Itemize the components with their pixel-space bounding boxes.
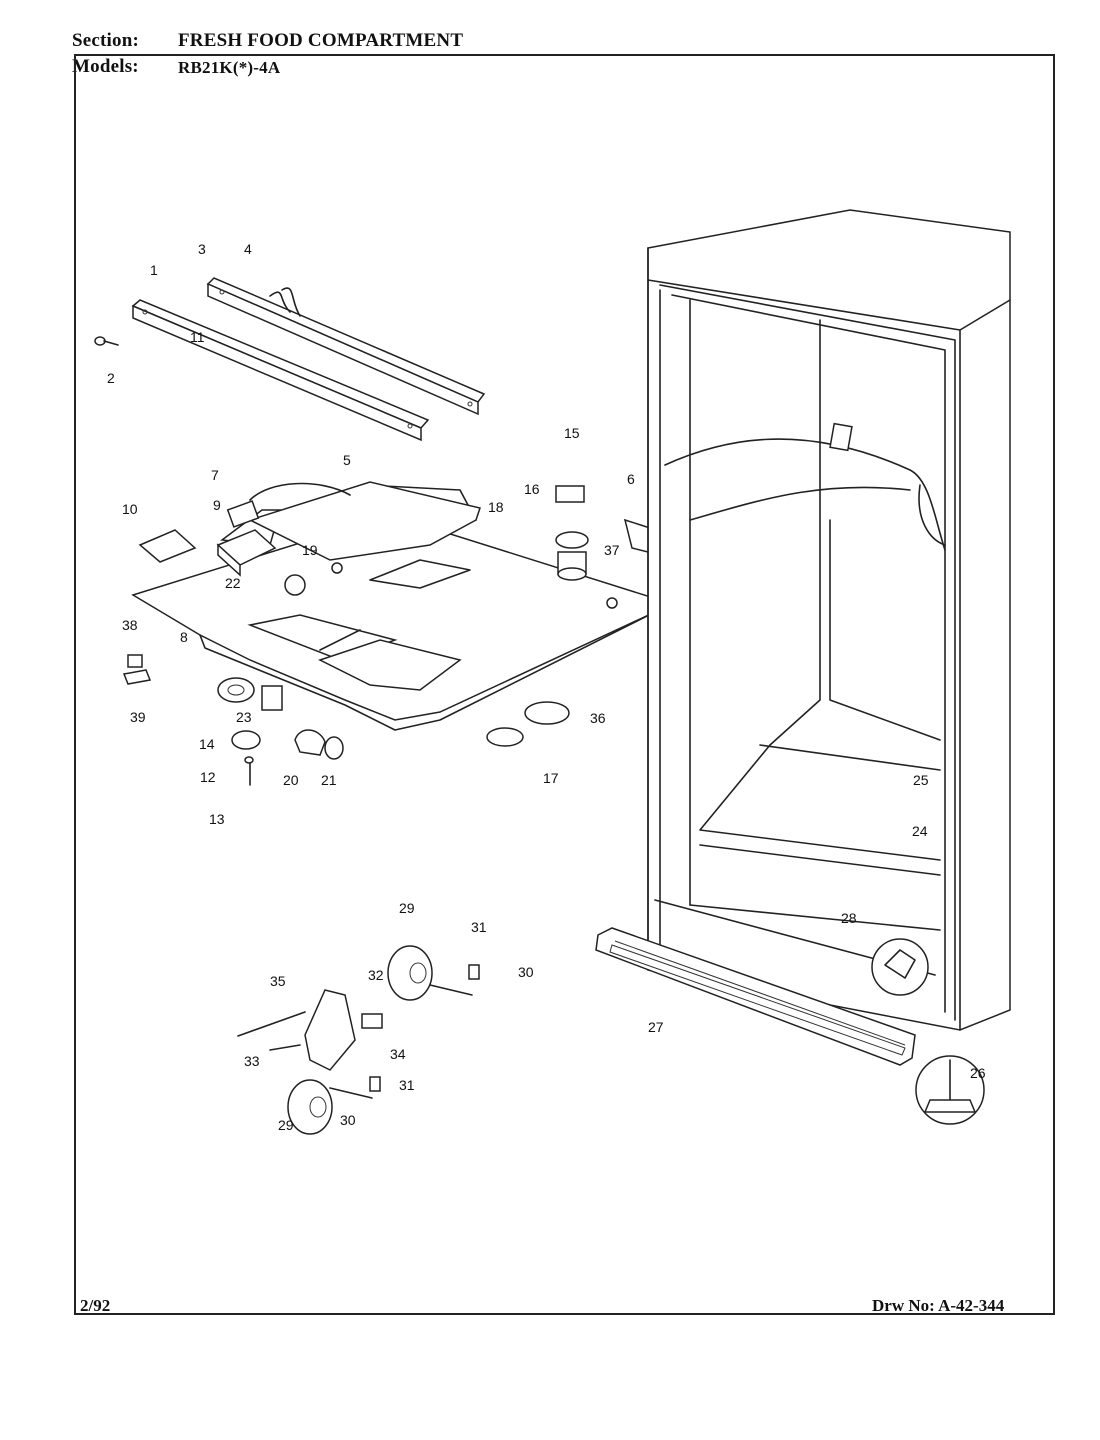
callout-30: 30: [518, 964, 534, 980]
rail-part-3-4: [206, 277, 486, 416]
callout-18: 18: [488, 499, 504, 515]
callout-12: 12: [200, 769, 216, 785]
roller-assembly: [237, 945, 480, 1135]
callout-20: 20: [283, 772, 299, 788]
model-number: RB21K(*)-4A: [178, 58, 281, 77]
callout-13: 13: [209, 811, 225, 827]
bottom-plate-part-8: [131, 485, 662, 731]
callout-29: 29: [278, 1117, 294, 1133]
callout-32: 32: [368, 967, 384, 983]
drawing-frame: [74, 54, 1055, 1315]
callout-15: 15: [564, 425, 580, 441]
callout-2: 2: [107, 370, 115, 386]
callout-9: 9: [213, 497, 221, 513]
callout-23: 23: [236, 709, 252, 725]
callout-24: 24: [912, 823, 928, 839]
callout-21: 21: [321, 772, 337, 788]
panel-part-5: [248, 481, 481, 561]
callout-1: 1: [150, 262, 158, 278]
callout-8: 8: [180, 629, 188, 645]
switch-part-15: [555, 485, 585, 503]
callout-4: 4: [244, 241, 252, 257]
callout-5: 5: [343, 452, 351, 468]
callout-27: 27: [648, 1019, 664, 1035]
callout-26: 26: [970, 1065, 986, 1081]
callout-33: 33: [244, 1053, 260, 1069]
callout-7: 7: [211, 467, 219, 483]
refrigerator-cabinet: [647, 209, 1011, 1031]
callout-11: 11: [190, 329, 205, 345]
callout-19: 19: [302, 542, 318, 558]
thermostat-part-7: [226, 482, 351, 528]
callout-16: 16: [524, 481, 540, 497]
callout-14: 14: [199, 736, 215, 752]
inset-part-28: [871, 938, 929, 996]
small-parts-cluster: [122, 562, 570, 786]
callout-17: 17: [543, 770, 559, 786]
inset-part-26: [915, 1055, 985, 1125]
grille-part-27: [595, 927, 916, 1066]
callout-22: 22: [225, 575, 241, 591]
callout-37: 37: [604, 542, 620, 558]
callout-35: 35: [270, 973, 286, 989]
callout-30: 30: [340, 1112, 356, 1128]
control-box-part-9: [216, 529, 277, 577]
callout-36: 36: [590, 710, 606, 726]
callout-29: 29: [399, 900, 415, 916]
callout-39: 39: [130, 709, 146, 725]
screw-part-2: [94, 336, 119, 346]
callout-3: 3: [198, 241, 206, 257]
section-title: FRESH FOOD COMPARTMENT: [178, 30, 464, 51]
callout-25: 25: [913, 772, 929, 788]
callout-38: 38: [122, 617, 138, 633]
drawing-number: Drw No: A-42-344: [872, 1296, 1005, 1315]
light-housing-part-37: [555, 531, 589, 581]
callout-10: 10: [122, 501, 138, 517]
rail-part-1: [131, 299, 430, 442]
callout-34: 34: [390, 1046, 406, 1062]
callout-31: 31: [471, 919, 487, 935]
bracket-part-11: [138, 529, 197, 563]
models-label: Models:: [72, 56, 139, 77]
callout-28: 28: [841, 910, 857, 926]
callout-31: 31: [399, 1077, 415, 1093]
callout-6: 6: [627, 471, 635, 487]
revision-date: 2/92: [80, 1296, 111, 1315]
section-label: Section:: [72, 30, 140, 51]
